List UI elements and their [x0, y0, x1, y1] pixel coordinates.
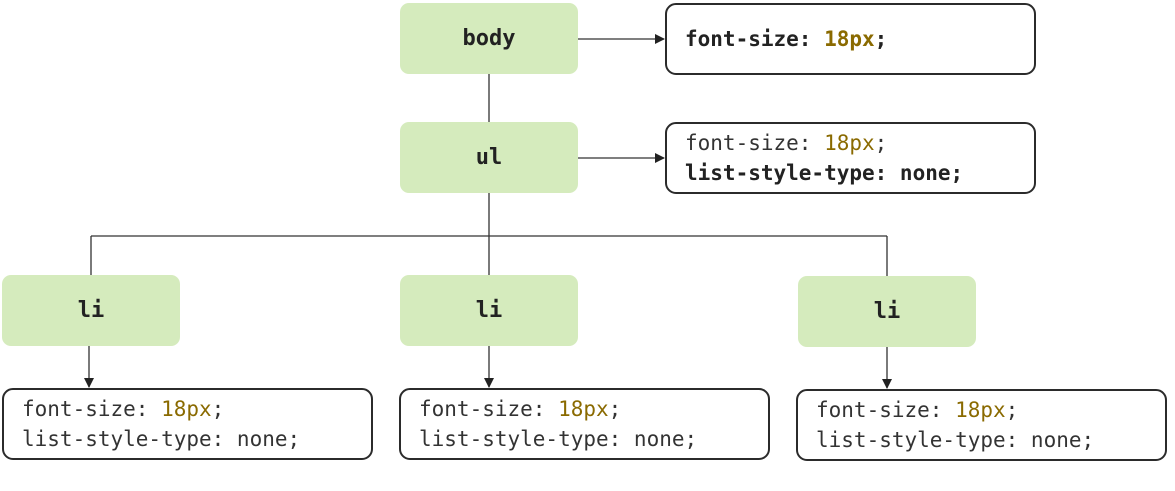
semicolon-text: ;: [608, 397, 622, 421]
property-text: font-size:: [685, 27, 825, 51]
value-text: 18px: [824, 131, 875, 155]
value-text: 18px: [161, 397, 212, 421]
node-li-2: li: [400, 275, 578, 346]
node-li-3: li: [798, 276, 976, 347]
semicolon-text: ;: [874, 27, 888, 51]
list-style-declaration: list-style-type: none;: [685, 161, 964, 185]
style-box-body: font-size: 18px;: [665, 3, 1036, 75]
font-size-declaration: font-size: 18px;: [22, 394, 371, 424]
property-text: font-size:: [685, 131, 825, 155]
font-size-declaration: font-size: 18px;: [685, 24, 1034, 54]
value-text: 18px: [558, 397, 609, 421]
style-box-ul: font-size: 18px; list-style-type: none;: [665, 122, 1036, 194]
node-ul: ul: [400, 122, 578, 193]
semicolon-text: ;: [1005, 398, 1019, 422]
node-body: body: [400, 3, 578, 74]
property-text: font-size:: [816, 398, 956, 422]
style-box-li-1: font-size: 18px; list-style-type: none;: [2, 388, 373, 460]
style-box-li-3: font-size: 18px; list-style-type: none;: [796, 389, 1167, 461]
font-size-declaration: font-size: 18px;: [419, 394, 768, 424]
value-text: 18px: [955, 398, 1006, 422]
property-text: font-size:: [419, 397, 559, 421]
value-text: 18px: [824, 27, 875, 51]
property-text: font-size:: [22, 397, 162, 421]
list-style-declaration: list-style-type: none;: [419, 427, 698, 451]
node-li-1: li: [2, 275, 180, 346]
semicolon-text: ;: [874, 131, 888, 155]
list-style-declaration: list-style-type: none;: [22, 427, 301, 451]
style-box-li-2: font-size: 18px; list-style-type: none;: [399, 388, 770, 460]
list-style-declaration: list-style-type: none;: [816, 428, 1095, 452]
font-size-declaration: font-size: 18px;: [685, 128, 1034, 158]
semicolon-text: ;: [211, 397, 225, 421]
font-size-declaration: font-size: 18px;: [816, 395, 1165, 425]
